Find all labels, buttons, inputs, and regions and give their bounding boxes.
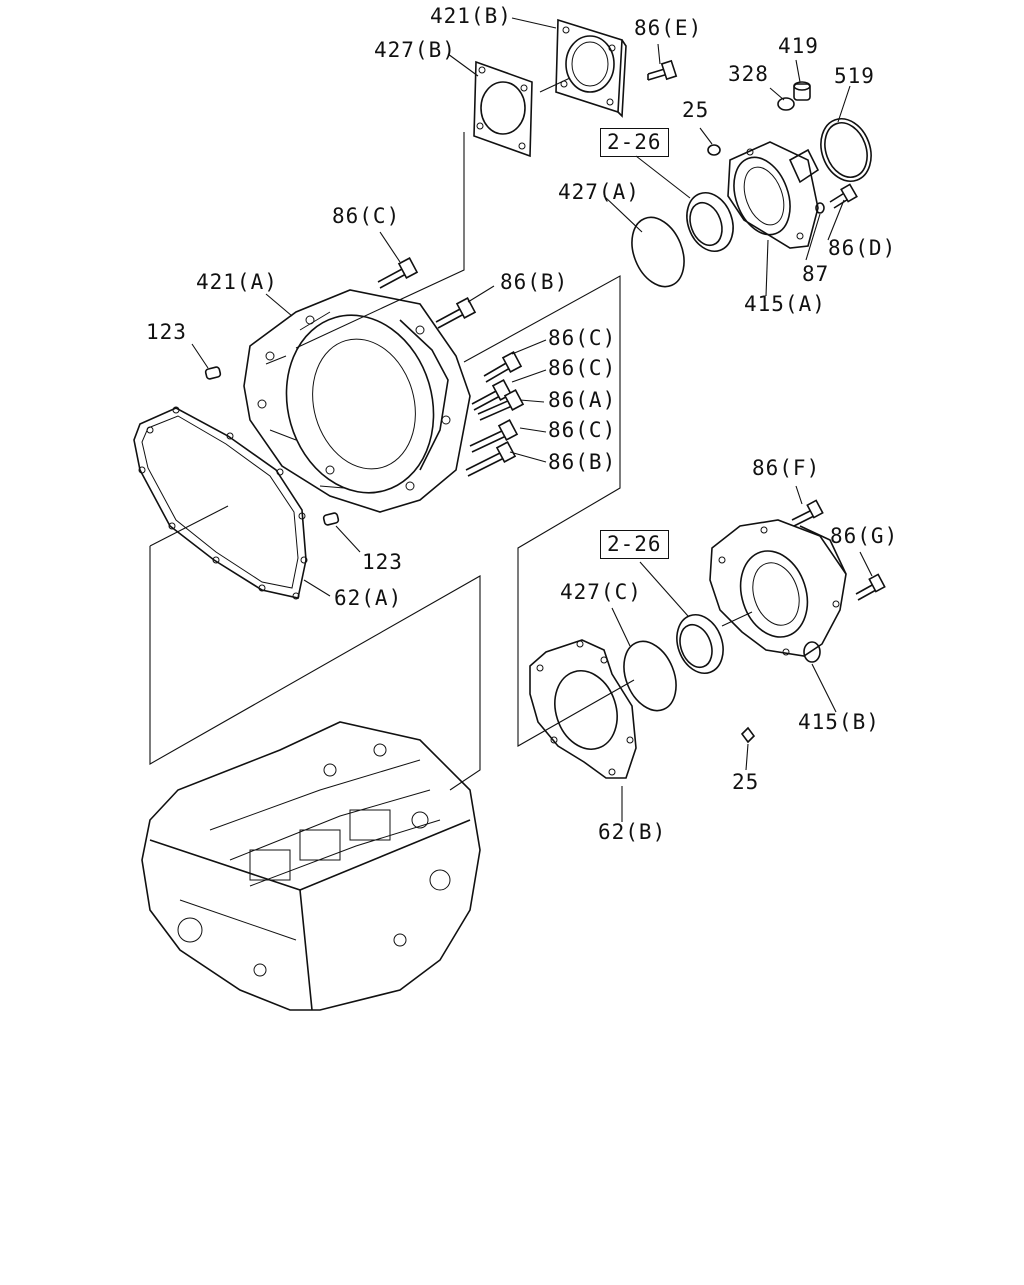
label-519: 519 xyxy=(834,64,875,88)
part-transmission-case xyxy=(141,721,481,1011)
part-415b-housing xyxy=(709,519,847,663)
part-123-pin-upper xyxy=(204,366,222,380)
label-415b: 415(B) xyxy=(798,710,880,734)
part-427c-oring xyxy=(623,640,677,712)
label-86b-2: 86(B) xyxy=(548,450,617,474)
assembly-lines xyxy=(149,77,753,791)
label-62b: 62(B) xyxy=(598,820,667,844)
housing-bolts xyxy=(377,257,525,477)
part-123-pin-lower xyxy=(322,512,340,526)
label-123-lower: 123 xyxy=(362,550,403,574)
label-427a: 427(A) xyxy=(558,180,640,204)
label-123-upper: 123 xyxy=(146,320,187,344)
part-86f-bolt xyxy=(791,499,824,527)
ref-box-2-26-upper[interactable]: 2-26 xyxy=(600,128,669,157)
part-87-washer xyxy=(815,202,825,214)
label-25-upper: 25 xyxy=(682,98,710,122)
part-86d-bolt xyxy=(829,183,858,209)
part-421b-cover xyxy=(555,18,627,118)
part-25-pin-lower xyxy=(740,726,756,744)
part-seal-lower xyxy=(676,614,724,674)
label-415a: 415(A) xyxy=(744,292,826,316)
label-87: 87 xyxy=(802,262,830,286)
label-427c: 427(C) xyxy=(560,580,642,604)
label-86c-3: 86(C) xyxy=(548,356,617,380)
label-86g: 86(G) xyxy=(830,524,899,548)
label-419: 419 xyxy=(778,34,819,58)
label-421a: 421(A) xyxy=(196,270,278,294)
label-86b-1: 86(B) xyxy=(500,270,569,294)
part-62b-gasket xyxy=(529,639,637,779)
part-25-oring-upper xyxy=(707,144,721,156)
label-427b: 427(B) xyxy=(374,38,456,62)
part-519-ring xyxy=(820,118,872,182)
label-86c-2: 86(C) xyxy=(548,326,617,350)
part-419-plug xyxy=(793,81,811,101)
label-62a: 62(A) xyxy=(334,586,403,610)
part-62a-gasket xyxy=(133,406,308,600)
label-328: 328 xyxy=(728,62,769,86)
ref-box-2-26-lower[interactable]: 2-26 xyxy=(600,530,669,559)
part-415a-housing xyxy=(727,141,820,249)
label-86c-4: 86(C) xyxy=(548,418,617,442)
part-421a-clutch-housing xyxy=(243,289,471,513)
label-86a: 86(A) xyxy=(548,388,617,412)
label-86d: 86(D) xyxy=(828,236,897,260)
label-25-lower: 25 xyxy=(732,770,760,794)
part-427b-gasket xyxy=(473,60,533,158)
part-328-washer xyxy=(777,97,795,111)
label-421b: 421(B) xyxy=(430,4,512,28)
part-seal-upper xyxy=(686,192,734,252)
label-86f: 86(F) xyxy=(752,456,821,480)
label-86e: 86(E) xyxy=(634,16,703,40)
label-86c-1: 86(C) xyxy=(332,204,401,228)
part-86g-bolt xyxy=(855,573,886,601)
part-427a-oring xyxy=(631,216,685,288)
leader-lines xyxy=(191,17,873,822)
part-86e-bolt xyxy=(647,59,678,81)
